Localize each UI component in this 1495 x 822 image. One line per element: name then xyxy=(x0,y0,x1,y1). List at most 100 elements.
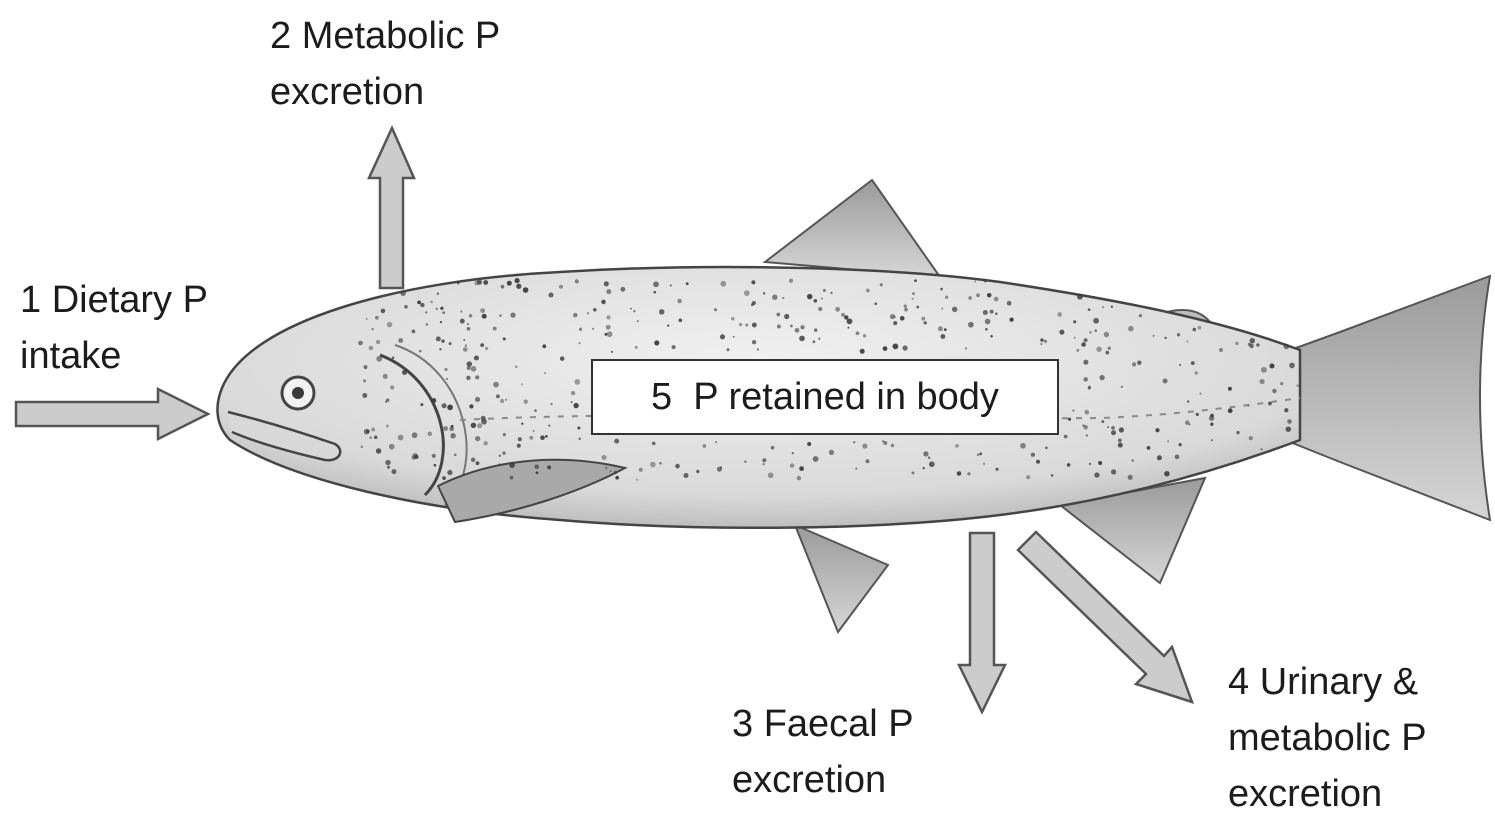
body-spot xyxy=(1192,328,1196,332)
body-spot xyxy=(376,340,380,344)
body-spot xyxy=(1044,340,1047,343)
body-spot xyxy=(548,292,553,297)
body-spot xyxy=(447,470,452,475)
body-spot xyxy=(604,281,609,286)
body-spot xyxy=(1155,428,1159,432)
body-spot xyxy=(460,319,465,324)
body-spot xyxy=(469,314,472,317)
body-spot xyxy=(587,312,589,314)
body-spot xyxy=(1057,312,1062,317)
body-spot xyxy=(1249,436,1253,440)
body-spot xyxy=(829,450,834,455)
body-spot xyxy=(880,283,883,286)
body-spot xyxy=(744,290,750,296)
body-spot xyxy=(559,285,563,289)
body-spot xyxy=(446,378,448,380)
body-spot xyxy=(1177,333,1180,336)
body-spot xyxy=(1111,430,1116,435)
urinary-excretion-label: 4 Urinary & metabolic P excretion xyxy=(1228,654,1427,822)
body-spot xyxy=(630,308,632,310)
body-spot xyxy=(1286,426,1291,431)
body-spot xyxy=(862,444,867,449)
body-spot xyxy=(1195,371,1198,374)
body-spot xyxy=(985,319,991,325)
body-spot xyxy=(496,394,500,398)
body-spot xyxy=(882,440,884,442)
faecal-excretion-line2: excretion xyxy=(732,752,914,808)
body-spot xyxy=(371,328,373,330)
body-spot xyxy=(1093,318,1099,324)
body-spot xyxy=(385,460,390,465)
body-spot xyxy=(502,451,506,455)
body-spot xyxy=(493,327,497,331)
body-spot xyxy=(1086,434,1088,436)
body-spot xyxy=(517,444,521,448)
body-spot xyxy=(776,313,780,317)
body-spot xyxy=(1247,405,1249,407)
body-spot xyxy=(855,468,857,470)
body-spot xyxy=(1111,306,1113,308)
body-spot xyxy=(976,293,980,297)
body-spot xyxy=(900,316,905,321)
metabolic-excretion-label: 2 Metabolic P excretion xyxy=(270,8,500,120)
body-spot xyxy=(1199,393,1201,395)
body-spot xyxy=(467,366,471,370)
body-spot xyxy=(940,288,943,291)
body-spot xyxy=(799,336,805,342)
body-spot xyxy=(1284,344,1290,350)
body-spot xyxy=(578,342,580,344)
body-spot xyxy=(1051,474,1054,477)
body-spot xyxy=(677,299,682,304)
body-spot xyxy=(542,344,546,348)
body-spot xyxy=(1082,424,1085,427)
body-spot xyxy=(762,463,764,465)
body-spot xyxy=(983,463,985,465)
body-spot xyxy=(1179,364,1181,366)
body-spot xyxy=(863,334,866,337)
body-spot xyxy=(1187,400,1189,402)
body-spot xyxy=(866,289,870,293)
body-spot xyxy=(482,314,487,319)
body-spot xyxy=(412,432,418,438)
body-spot xyxy=(720,281,726,287)
body-spot xyxy=(398,338,403,343)
body-spot xyxy=(1068,418,1071,421)
body-spot xyxy=(1157,455,1162,460)
body-spot xyxy=(752,340,756,344)
body-spot xyxy=(442,311,445,314)
body-spot xyxy=(653,281,659,287)
body-spot xyxy=(467,327,471,331)
body-spot xyxy=(678,318,682,322)
body-spot xyxy=(1260,379,1265,384)
body-spot xyxy=(547,465,551,469)
body-spot xyxy=(440,307,443,310)
body-spot xyxy=(702,444,706,448)
body-spot xyxy=(1250,338,1255,343)
body-spot xyxy=(1036,460,1040,464)
body-spot xyxy=(439,348,441,350)
body-spot xyxy=(1287,419,1292,424)
body-spot xyxy=(442,403,447,408)
body-spot xyxy=(1107,426,1109,428)
body-spot xyxy=(830,292,832,294)
body-spot xyxy=(533,430,535,432)
body-spot xyxy=(813,456,819,462)
body-spot xyxy=(792,452,794,454)
body-spot xyxy=(369,436,372,439)
body-spot xyxy=(516,284,521,289)
body-spot xyxy=(466,376,470,380)
body-spot xyxy=(1228,408,1233,413)
body-spot xyxy=(777,325,781,329)
body-spot xyxy=(449,342,452,345)
body-spot xyxy=(1111,469,1116,474)
body-spot xyxy=(797,476,801,480)
body-spot xyxy=(515,278,520,283)
body-spot xyxy=(1153,335,1155,337)
body-spot xyxy=(463,339,465,341)
body-spot xyxy=(739,323,742,326)
body-spot xyxy=(974,281,976,283)
body-spot xyxy=(420,303,424,307)
body-spot xyxy=(611,351,613,353)
body-spot xyxy=(387,466,390,469)
